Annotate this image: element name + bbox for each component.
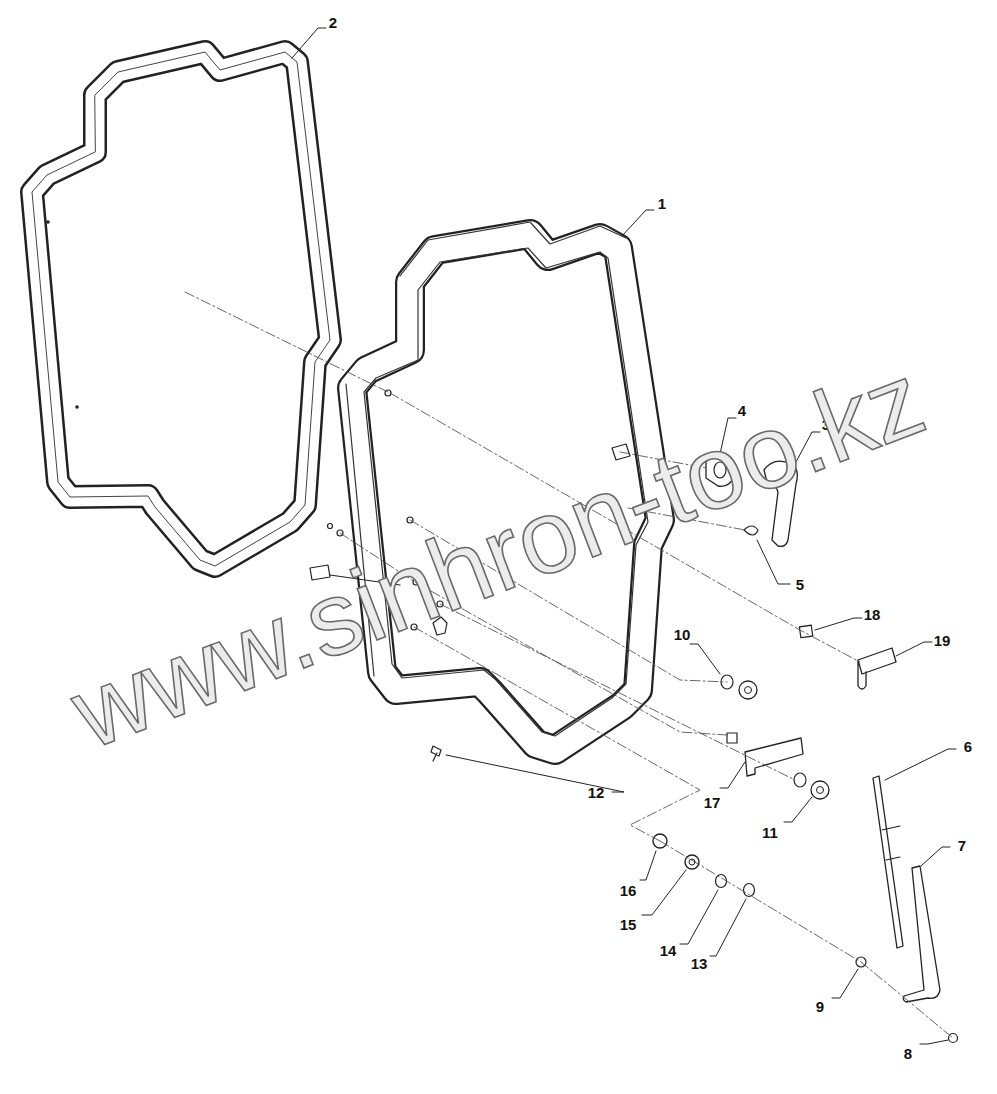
callout-number: 17 <box>704 795 721 810</box>
callout-number: 10 <box>674 627 691 642</box>
callout-number: 12 <box>588 785 605 800</box>
callout-number: 11 <box>762 825 778 840</box>
callout-number: 9 <box>816 999 824 1014</box>
callout-number: 5 <box>796 577 804 592</box>
wiper-blade <box>873 776 903 948</box>
callout-number: 8 <box>904 1046 912 1061</box>
callout-number: 1 <box>658 196 666 211</box>
hinge <box>745 738 803 776</box>
watermark: www.sinhron-too.kz <box>59 346 936 765</box>
callout-number: 15 <box>620 917 637 932</box>
callout-number: 19 <box>934 633 951 648</box>
callout-number: 6 <box>964 739 972 754</box>
callout-number: 14 <box>660 943 677 958</box>
callout-number: 16 <box>620 883 637 898</box>
wiper-arm <box>903 866 940 1002</box>
callout-number: 18 <box>864 607 881 622</box>
callout-number: 7 <box>958 838 966 853</box>
latch <box>858 648 896 689</box>
door-seal <box>32 52 330 566</box>
callout-number: 2 <box>329 15 337 30</box>
callout-number: 13 <box>691 956 708 971</box>
